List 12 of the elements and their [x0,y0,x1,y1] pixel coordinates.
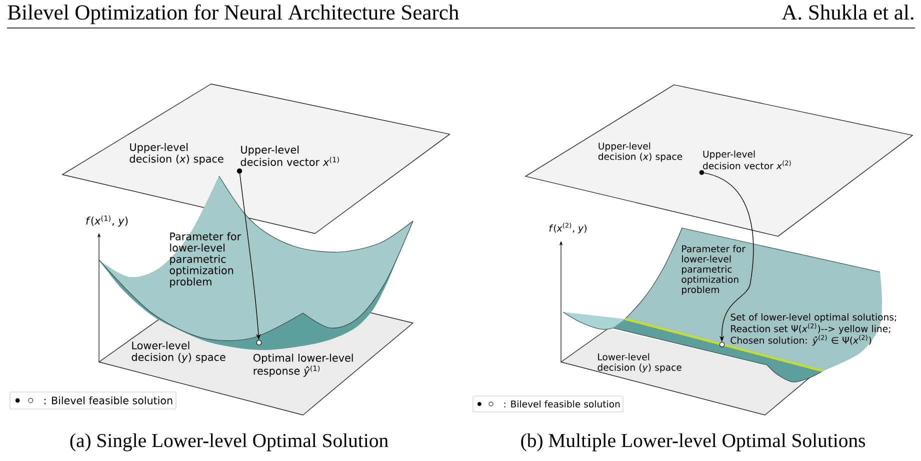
point-label: Optimal lower-level response ŷ$^{(1)}$ [253,354,353,377]
point-label: Upper-level decision vector x$^{(2)}$ [703,150,791,170]
annotation: Parameter for lower-level parametric optimization problem [682,245,746,295]
axis-label: f(x$^{(2)}$, y) [549,222,586,234]
legend-box: : Bilevel feasible solution [472,396,624,412]
header-title: Bilevel Optimization for Neural Architecture Search [8,4,459,24]
subfigure-caption: (b) Multiple Lower-level Optimal Solutions [521,433,865,452]
subfigure-caption: (a) Single Lower-level Optimal Solution [70,433,388,452]
legend-box: : Bilevel feasible solution [10,392,176,410]
header-authors: A. Shukla et al. [782,4,914,20]
point-label: Upper-level decision vector x$^{(1)}$ [240,146,339,166]
axis-label: f(x$^{(1)}$, y) [86,215,128,227]
